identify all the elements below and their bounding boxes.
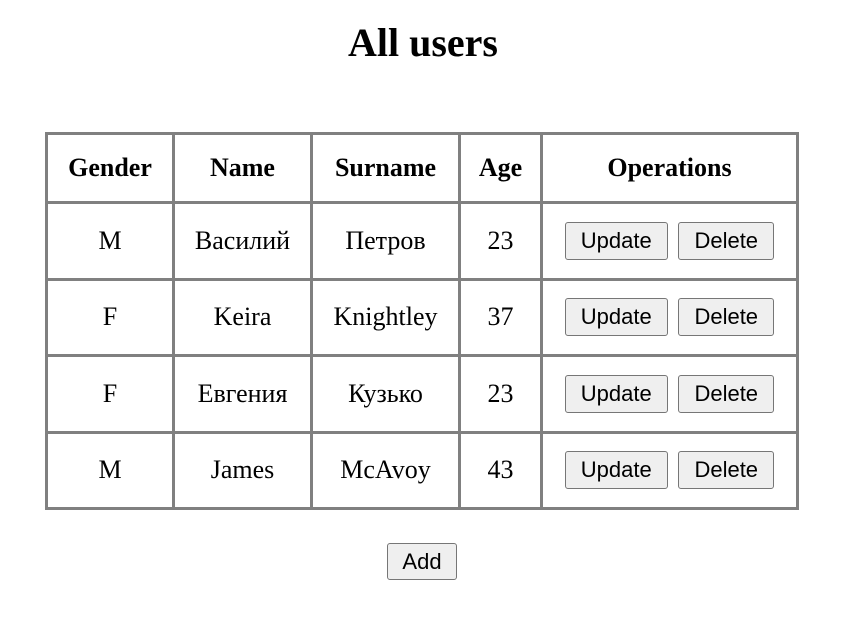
header-surname: Surname [310, 132, 461, 204]
cell-operations: Update Delete [540, 277, 799, 357]
cell-age: 43 [458, 430, 543, 510]
cell-name: Евгения [172, 354, 313, 434]
cell-name: Василий [172, 201, 313, 281]
table-header-row: Gender Name Surname Age Operations [45, 132, 799, 204]
cell-operations: Update Delete [540, 430, 799, 510]
delete-button[interactable]: Delete [678, 451, 775, 490]
cell-name: James [172, 430, 313, 510]
table-row: F Евгения Кузько 23 Update Delete [45, 354, 799, 434]
header-name: Name [172, 132, 313, 204]
header-gender: Gender [45, 132, 175, 204]
table-row: M Василий Петров 23 Update Delete [45, 201, 799, 281]
cell-operations: Update Delete [540, 201, 799, 281]
add-button[interactable]: Add [387, 543, 457, 580]
cell-surname: McAvoy [310, 430, 461, 510]
cell-surname: Петров [310, 201, 461, 281]
table-row: M James McAvoy 43 Update Delete [45, 430, 799, 510]
delete-button[interactable]: Delete [678, 374, 775, 413]
cell-operations: Update Delete [540, 354, 799, 434]
cell-name: Keira [172, 277, 313, 357]
users-table: Gender Name Surname Age Operations M Вас… [45, 132, 799, 510]
update-button[interactable]: Update [564, 374, 668, 413]
cell-gender: M [45, 430, 175, 510]
cell-surname: Knightley [310, 277, 461, 357]
cell-age: 23 [458, 201, 543, 281]
update-button[interactable]: Update [564, 298, 668, 337]
cell-age: 37 [458, 277, 543, 357]
delete-button[interactable]: Delete [678, 298, 775, 337]
cell-surname: Кузько [310, 354, 461, 434]
header-operations: Operations [540, 132, 799, 204]
cell-gender: M [45, 201, 175, 281]
page-title: All users [348, 20, 498, 65]
cell-age: 23 [458, 354, 543, 434]
update-button[interactable]: Update [564, 451, 668, 490]
update-button[interactable]: Update [564, 221, 668, 260]
cell-gender: F [45, 277, 175, 357]
cell-gender: F [45, 354, 175, 434]
delete-button[interactable]: Delete [678, 221, 775, 260]
table-row: F Keira Knightley 37 Update Delete [45, 277, 799, 357]
header-age: Age [458, 132, 543, 204]
